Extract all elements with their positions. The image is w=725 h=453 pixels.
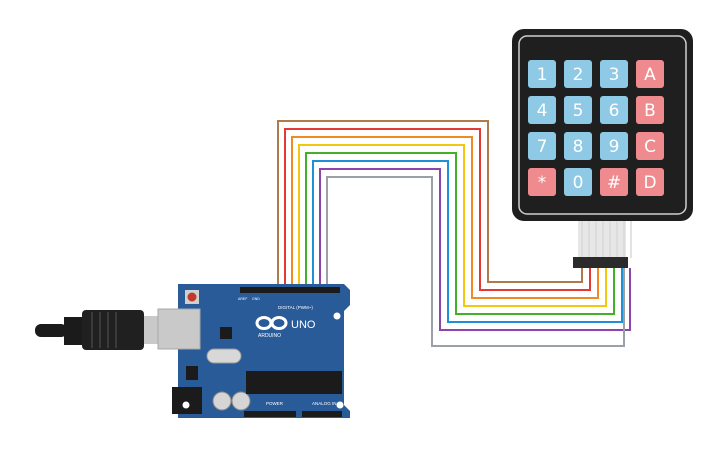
key-label: * [538, 173, 547, 193]
key-0[interactable]: 0 [564, 168, 592, 196]
key-label: 0 [573, 173, 584, 193]
digital-header[interactable] [240, 287, 340, 293]
key-c[interactable]: C [636, 132, 664, 160]
key-face[interactable] [528, 96, 556, 124]
wire-4[interactable] [298, 144, 607, 307]
key-label: 7 [537, 137, 548, 157]
board-brand-text: ARDUINO [258, 333, 281, 339]
key-5[interactable]: 5 [564, 96, 592, 124]
usb-plug-body[interactable] [82, 310, 144, 350]
key-face[interactable] [564, 96, 592, 124]
key-face[interactable] [636, 60, 664, 88]
key-3[interactable]: 3 [600, 60, 628, 88]
key-hash[interactable]: # [600, 168, 628, 196]
key-face[interactable] [600, 60, 628, 88]
reset-button[interactable] [187, 292, 197, 302]
key-face[interactable] [564, 168, 592, 196]
usb-cable-tip [35, 324, 67, 337]
key-star[interactable]: * [528, 168, 556, 196]
keypad-connector[interactable] [573, 257, 628, 268]
small-chip [220, 327, 232, 339]
mounting-hole-3 [333, 312, 341, 320]
key-face[interactable] [564, 60, 592, 88]
key-b[interactable]: B [636, 96, 664, 124]
key-label: 6 [609, 101, 620, 121]
key-face[interactable] [636, 168, 664, 196]
usb-cable-boot [64, 317, 84, 345]
capacitor-1 [212, 391, 232, 411]
key-face[interactable] [564, 132, 592, 160]
wire-2[interactable] [284, 128, 591, 291]
keypad-ribbon [578, 221, 626, 257]
key-label: D [643, 173, 656, 193]
wire-group [277, 120, 631, 347]
analog-label: ANALOG IN [312, 401, 337, 406]
board-pcb[interactable] [178, 284, 350, 418]
key-label: 2 [573, 65, 584, 85]
key-face[interactable] [600, 132, 628, 160]
capacitor-2 [231, 391, 251, 411]
digital-label: DIGITAL (PWM~) [278, 305, 313, 310]
key-face[interactable] [636, 132, 664, 160]
key-label: 8 [573, 137, 584, 157]
crystal [206, 348, 242, 364]
wire-1[interactable] [277, 120, 583, 290]
keypad: 1 2 3 A 4 5 6 B 7 8 9 C * 0 # D [512, 29, 693, 268]
power-jack[interactable] [172, 387, 202, 414]
arduino-logo-icon [255, 316, 288, 330]
key-1[interactable]: 1 [528, 60, 556, 88]
keypad-ribbon-pins [581, 221, 632, 258]
wire-3[interactable] [291, 136, 599, 299]
wire-7[interactable] [319, 168, 631, 331]
key-7[interactable]: 7 [528, 132, 556, 160]
keypad-inner-border [518, 35, 687, 215]
microcontroller-chip [246, 371, 342, 394]
wire-8[interactable] [326, 176, 625, 347]
wire-5[interactable] [305, 152, 615, 315]
key-label: 5 [573, 101, 584, 121]
key-4[interactable]: 4 [528, 96, 556, 124]
key-label: 3 [609, 65, 620, 85]
key-label: B [644, 101, 656, 121]
wire-6[interactable] [312, 160, 623, 323]
key-face[interactable] [528, 168, 556, 196]
arduino-board: UNO ARDUINO DIGITAL (PWM~) POWER ANALOG … [157, 284, 350, 418]
key-2[interactable]: 2 [564, 60, 592, 88]
keypad-keys: 1 2 3 A 4 5 6 B 7 8 9 C * 0 # D [528, 60, 664, 196]
key-9[interactable]: 9 [600, 132, 628, 160]
usb-cable [35, 310, 166, 350]
key-label: A [644, 65, 656, 85]
mounting-hole-1 [182, 401, 190, 409]
key-face[interactable] [600, 168, 628, 196]
bottom-headers[interactable] [244, 411, 342, 417]
regulator [186, 366, 198, 380]
key-face[interactable] [528, 60, 556, 88]
key-label: C [644, 137, 656, 157]
key-face[interactable] [528, 132, 556, 160]
key-d[interactable]: D [636, 168, 664, 196]
key-label: 4 [537, 101, 548, 121]
key-face[interactable] [600, 96, 628, 124]
power-label: POWER [266, 401, 284, 406]
key-label: # [607, 173, 621, 193]
key-label: 9 [609, 137, 620, 157]
key-label: 1 [537, 65, 548, 85]
aref-label: AREF [238, 297, 247, 301]
board-logo-text: UNO [291, 319, 316, 331]
key-6[interactable]: 6 [600, 96, 628, 124]
key-a[interactable]: A [636, 60, 664, 88]
key-8[interactable]: 8 [564, 132, 592, 160]
gnd-label: GND [252, 297, 260, 301]
mounting-hole-2 [336, 401, 344, 409]
usb-b-port[interactable] [157, 308, 201, 350]
key-face[interactable] [636, 96, 664, 124]
